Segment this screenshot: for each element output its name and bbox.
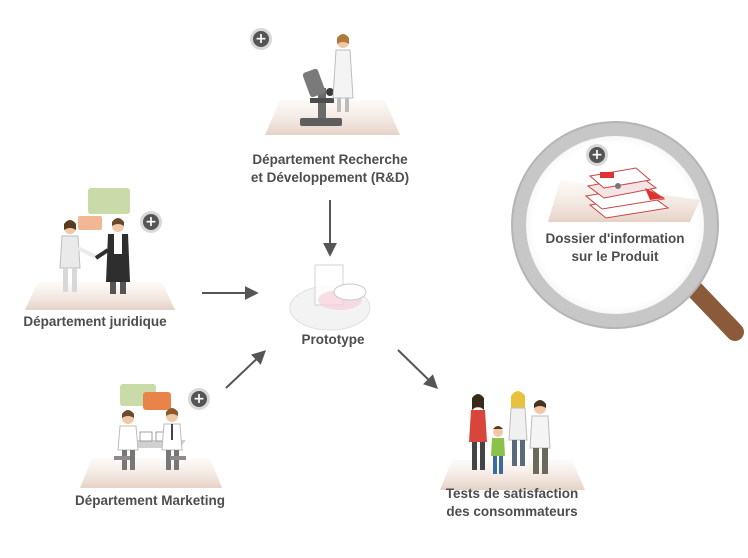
plus-glyph: +	[253, 31, 269, 47]
legal-person-left	[59, 220, 99, 292]
marketing-illustration	[80, 384, 222, 488]
dossier-label[interactable]: Dossier d'information sur le Produit	[530, 230, 700, 266]
dossier-label-line2: sur le Produit	[571, 249, 659, 264]
speech-bubble-orange	[143, 392, 171, 410]
consumer-woman	[469, 394, 487, 470]
consumer-man	[529, 400, 551, 474]
prototype-label-text: Prototype	[301, 332, 365, 347]
legal-label-text: Département juridique	[23, 314, 167, 329]
legal-floor	[25, 282, 175, 310]
marketing-floor	[80, 458, 222, 488]
plus-glyph: +	[589, 147, 605, 163]
tests-label[interactable]: Tests de satisfaction des consommateurs	[420, 485, 604, 521]
rd-label-line1: Département Recherche	[252, 152, 408, 167]
tests-label-line1: Tests de satisfaction	[445, 486, 579, 501]
rd-label[interactable]: Département Recherche et Développement (…	[230, 151, 430, 187]
dossier-plus-icon[interactable]: +	[586, 144, 608, 166]
marketing-label-text: Département Marketing	[74, 493, 226, 508]
marketing-label[interactable]: Département Marketing	[50, 492, 250, 510]
legal-illustration	[25, 188, 175, 310]
dossier-label-line1: Dossier d'information	[545, 231, 685, 246]
speech-bubble-green	[88, 188, 130, 214]
dossier-stack	[584, 167, 670, 219]
plus-glyph: +	[143, 214, 159, 230]
magnifier-illustration	[511, 121, 744, 341]
magnifier-lens	[512, 122, 718, 328]
speech-bubble-orange	[78, 216, 102, 230]
legal-person-right	[94, 218, 130, 294]
consumer-teen	[508, 391, 528, 466]
scientist-figure	[332, 34, 354, 112]
arrow-prototype-to-tests	[397, 349, 439, 389]
microscope-icon	[300, 68, 342, 126]
prototype-label[interactable]: Prototype	[290, 331, 376, 349]
arrow-marketing-to-prototype	[225, 350, 267, 389]
rd-floor	[265, 100, 400, 135]
legal-label[interactable]: Département juridique	[5, 313, 185, 331]
marketing-plus-icon[interactable]: +	[188, 388, 210, 410]
plus-glyph: +	[191, 391, 207, 407]
tests-illustration	[440, 391, 585, 490]
prototype-illustration	[289, 264, 371, 331]
consumer-child	[491, 426, 505, 474]
rd-plus-icon[interactable]: +	[250, 28, 272, 50]
rd-label-line2: et Développement (R&D)	[250, 170, 410, 185]
legal-plus-icon[interactable]: +	[140, 211, 162, 233]
rd-illustration	[265, 34, 400, 135]
tests-label-line2: des consommateurs	[446, 504, 578, 519]
magnifier-handle	[686, 281, 744, 341]
flow-arrows	[202, 200, 439, 389]
